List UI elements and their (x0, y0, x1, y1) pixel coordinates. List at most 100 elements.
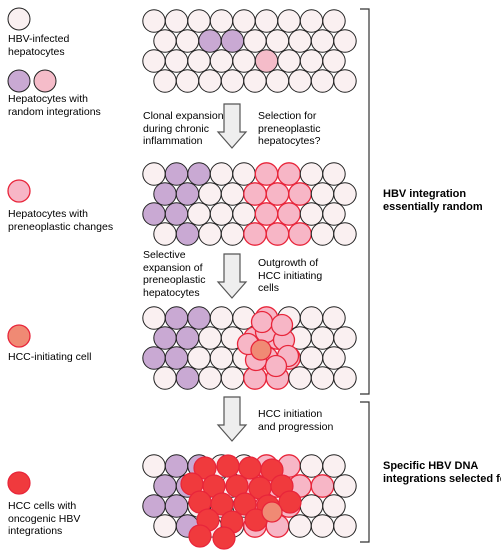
random-integration-cell (142, 202, 166, 226)
hbv-infected-cell (142, 306, 166, 330)
hbv-infected-cell (333, 514, 357, 538)
hbv-infected-cell (333, 474, 357, 498)
hbv-infected-cell (277, 9, 301, 33)
preneoplastic-cell (254, 202, 279, 226)
hbv-infected-cell (220, 69, 245, 93)
hbv-infected-cell (232, 202, 256, 226)
hbv-infected-cell (299, 494, 324, 518)
legend-random-integration-cell (7, 69, 31, 93)
random-integration-cell (198, 29, 222, 53)
hbv-infected-cell (299, 49, 324, 73)
hbv-infected-cell (299, 202, 324, 226)
random-integration-cell (142, 494, 166, 518)
random-integration-cell (175, 326, 200, 350)
hbv-infected-cell (333, 366, 357, 390)
hbv-infected-cell (299, 346, 324, 370)
step2-left-text: Selective expansion of preneoplastic hep… (143, 249, 206, 299)
hbv-infected-cell (333, 182, 357, 206)
bracket-upper-label: HBV integration essentially random (383, 188, 483, 213)
random-integration-cell (153, 474, 177, 498)
hbv-infected-cell (153, 366, 177, 390)
hbv-infected-cell (142, 49, 166, 73)
hcc-tumour-cell (216, 454, 240, 478)
step3-right-text: HCC initiation and progression (258, 408, 334, 433)
hbv-infected-cell (333, 69, 357, 93)
preneoplastic-cluster-cell (270, 313, 294, 337)
hbv-infected-cell (209, 162, 234, 186)
preneoplastic-cluster-cell (264, 354, 288, 378)
hbv-infected-cell (164, 9, 189, 33)
hbv-infected-cell (299, 9, 324, 33)
preneoplastic-cell (254, 162, 279, 186)
hbv-infected-cell (198, 326, 222, 350)
hbv-infected-cell (254, 9, 279, 33)
hbv-infected-cell (310, 182, 335, 206)
hbv-infected-cell (288, 366, 312, 390)
hbv-infected-cell (288, 514, 312, 538)
hcc-tumour-cell (210, 492, 234, 516)
preneoplastic-cell (243, 182, 267, 206)
hbv-infected-cell (209, 9, 234, 33)
random-integration-cell-alt (254, 49, 279, 73)
legend-hbv-infected-cell (7, 7, 31, 31)
preneoplastic-cell (310, 474, 335, 498)
step1-left-text: Clonal expansion during chronic inflamma… (143, 110, 224, 147)
hbv-infected-cell (232, 9, 256, 33)
hbv-infected-cell (220, 182, 245, 206)
preneoplastic-cell (265, 182, 290, 206)
hbv-infected-cell (153, 222, 177, 246)
random-integration-cell (187, 162, 211, 186)
hbv-infected-cell (142, 9, 166, 33)
preneoplastic-cluster-cell (250, 310, 274, 334)
hbv-infected-cell (153, 69, 177, 93)
legend-label-hcc-cells: HCC cells with oncogenic HBV integration… (8, 500, 81, 537)
hbv-infected-cell (322, 9, 346, 33)
hbv-infected-cell (198, 69, 222, 93)
hbv-infected-cell (288, 29, 312, 53)
hbv-infected-cell (153, 29, 177, 53)
hbv-infected-cell (198, 182, 222, 206)
hbv-infected-cell (232, 49, 256, 73)
hbv-infected-cell (265, 69, 290, 93)
hbv-infected-cell (322, 454, 346, 478)
hbv-infected-cell (333, 222, 357, 246)
random-integration-cell (164, 494, 189, 518)
random-integration-cell (175, 182, 200, 206)
hbv-infected-cell (322, 202, 346, 226)
step1-right-text: Selection for preneoplastic hepatocytes? (258, 110, 321, 147)
random-integration-cell (153, 182, 177, 206)
legend-random-integration-cell-alt (33, 69, 57, 93)
random-integration-cell (175, 366, 200, 390)
hbv-infected-cell (310, 326, 335, 350)
hbv-infected-cell (142, 454, 166, 478)
hbv-infected-cell (310, 29, 335, 53)
legend-hcc-cell (7, 471, 31, 495)
hbv-infected-cell (310, 514, 335, 538)
step2-right-text: Outgrowth of HCC initiating cells (258, 257, 323, 294)
hbv-infected-cell (175, 29, 200, 53)
down-arrow-1 (216, 103, 248, 149)
hbv-infected-cell (164, 49, 189, 73)
hcc-tumour-cell (212, 526, 236, 550)
hbv-infected-cell (243, 69, 267, 93)
random-integration-cell (164, 202, 189, 226)
hbv-infected-cell (187, 346, 211, 370)
hbv-infected-cell (220, 222, 245, 246)
down-arrow-3 (216, 396, 248, 442)
hbv-infected-cell (209, 49, 234, 73)
hbv-infected-cell (310, 69, 335, 93)
legend-label-hcc-initiating: HCC-initiating cell (8, 351, 92, 363)
random-integration-cell (175, 222, 200, 246)
random-integration-cell (220, 29, 245, 53)
hbv-infected-cell (322, 494, 346, 518)
hcc-tumour-cell (233, 492, 257, 516)
hbv-infected-cell (187, 49, 211, 73)
legend-label-hbv-infected: HBV-infected hepatocytes (8, 33, 70, 58)
preneoplastic-cell (277, 162, 301, 186)
legend-preneoplastic-cell (7, 179, 31, 203)
hbv-infected-cell (299, 454, 324, 478)
hbv-infected-cell (153, 514, 177, 538)
hbv-infected-cell (265, 29, 290, 53)
down-arrow-2 (216, 253, 248, 299)
